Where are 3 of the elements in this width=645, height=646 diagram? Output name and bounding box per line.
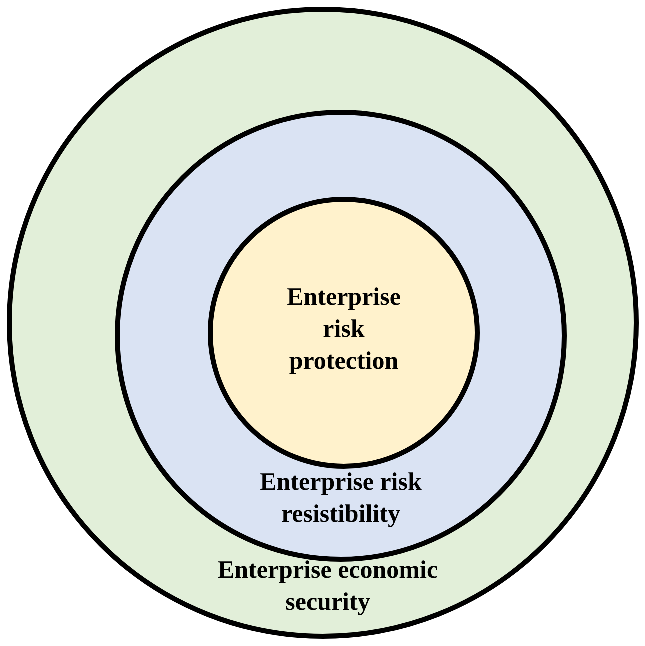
circle-label: Enterprise economic security xyxy=(216,556,440,618)
circle-label: Enterprise risk resistibility xyxy=(259,468,423,530)
circle-label: Enterprise risk protection xyxy=(286,283,402,377)
